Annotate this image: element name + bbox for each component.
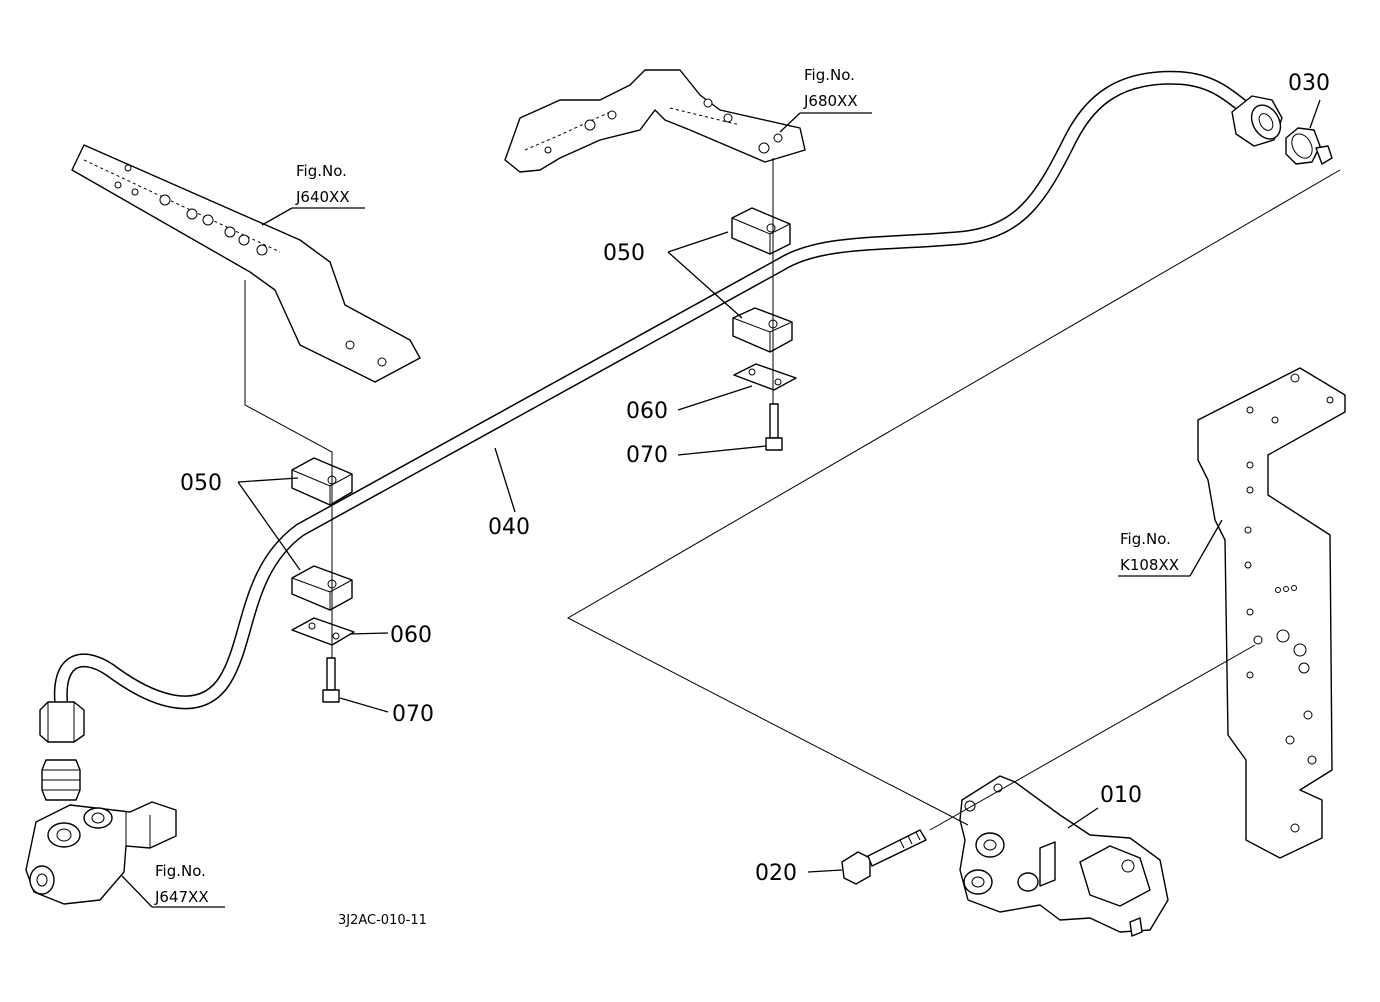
part-label-030: 030 [1288,71,1330,96]
assembly-guide-lines [566,169,1341,831]
frame-bracket-k108 [1197,367,1346,859]
frame-bracket-j680 [504,69,806,173]
part-label-050-upper: 050 [603,241,645,266]
fig-ref-j680-code: J680XX [803,92,858,110]
bolt-upper-070 [765,403,783,451]
part-label-070-upper: 070 [626,443,668,468]
part-label-050-lower: 050 [180,471,222,496]
leader-lower-clamp-axis [244,280,333,658]
frame-bolts-j680 [544,98,783,154]
part-label-010: 010 [1100,783,1142,808]
clamp-upper-top-050 [731,207,791,255]
fig-ref-j640-code: J640XX [295,188,350,206]
pipe-nut-left [39,701,85,743]
part-label-040: 040 [488,515,530,540]
clamp-lower-bottom-050 [291,565,353,611]
adapter-fitting-030 [1285,127,1333,165]
plate-upper-060 [733,363,797,391]
part-label-020: 020 [755,861,797,886]
fig-ref-j647-prefix: Fig.No. [155,862,206,880]
part-label-060-upper: 060 [626,399,668,424]
frame-bracket-j640 [71,144,421,383]
valve-block-j647 [25,801,177,905]
frame-bolts-j640 [114,164,387,367]
clamp-lower-top-050 [291,457,353,506]
hydraulic-pipe-040 [53,70,1252,717]
fig-ref-k108-prefix: Fig.No. [1120,530,1171,548]
drawing-code: 3J2AC-010-11 [338,913,427,928]
pipe-nut-right [1231,95,1283,147]
fig-ref-k108-code: K108XX [1120,556,1179,574]
frame-holes-k108 [1244,373,1334,833]
callout-leaders [121,99,1321,908]
bolt-020 [841,829,927,885]
fig-ref-j647-code: J647XX [154,888,209,906]
plate-lower-060 [291,617,355,646]
control-valve-010 [959,775,1169,937]
fig-ref-j640-prefix: Fig.No. [296,162,347,180]
bolt-lower-070 [322,657,340,703]
part-label-060-lower: 060 [390,623,432,648]
adapter-fitting-lower-left [41,759,81,801]
part-label-070-lower: 070 [392,702,434,727]
fig-ref-j680-prefix: Fig.No. [804,66,855,84]
clamp-upper-bottom-050 [732,307,793,353]
